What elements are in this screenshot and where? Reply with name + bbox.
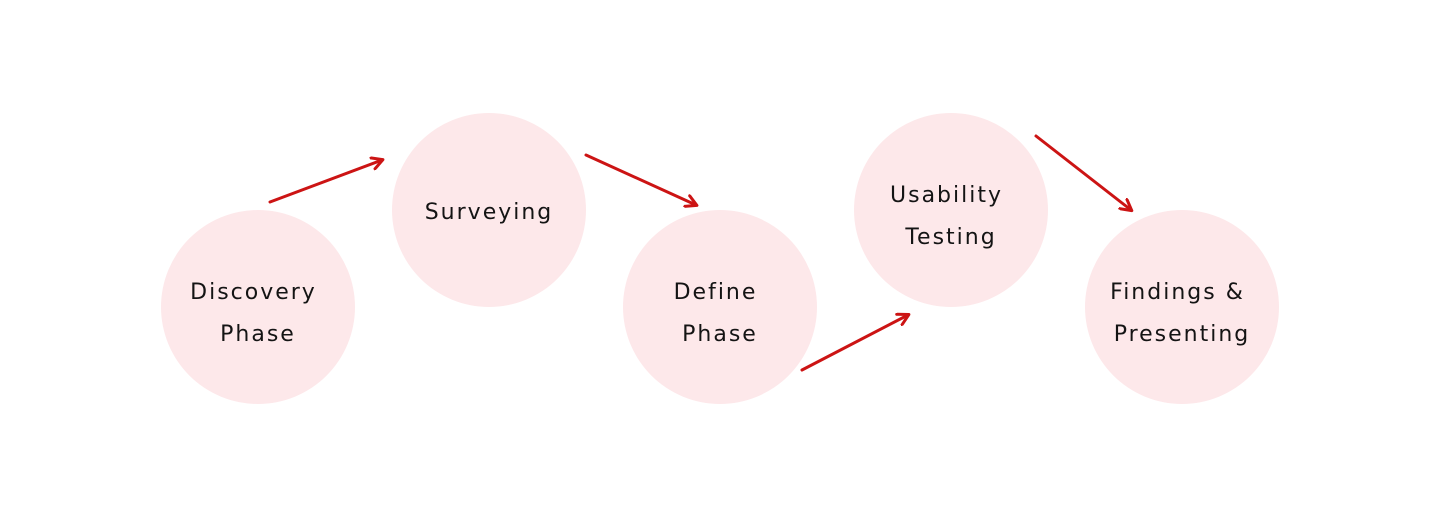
step-label-line: Findings & — [1110, 280, 1245, 305]
svg-text:Surveying: Surveying — [425, 200, 554, 225]
step-label-line: Discovery — [190, 280, 317, 305]
step-findings-presenting: Findings & Presenting — [1085, 210, 1279, 404]
svg-text:Define Phase: Define Phase — [674, 280, 767, 347]
step-circle — [161, 210, 355, 404]
step-usability-testing: Usability Testing — [854, 113, 1048, 307]
step-label-line: Phase — [220, 322, 296, 347]
step-label-line: Phase — [682, 322, 758, 347]
connector-arrow-surveying-to-define — [584, 153, 696, 205]
connector-arrow-usability-to-findings — [1034, 134, 1131, 210]
step-circle — [623, 210, 817, 404]
step-circle — [854, 113, 1048, 307]
step-label-line: Surveying — [425, 200, 554, 225]
svg-text:Discovery Phase: Discovery Phase — [190, 280, 326, 347]
connector-arrow-define-to-usability — [800, 315, 908, 372]
connector-arrow-discovery-to-surveying — [268, 160, 382, 204]
svg-text:Findings & Presenting: Findings & Presenting — [1110, 280, 1254, 347]
step-discovery-phase: Discovery Phase — [161, 210, 355, 404]
step-circle — [392, 113, 586, 307]
svg-text:Usability Testing: Usability Testing — [890, 183, 1012, 250]
step-surveying: Surveying — [392, 113, 586, 307]
step-define-phase: Define Phase — [623, 210, 817, 404]
step-label-line: Usability — [890, 183, 1003, 208]
step-circle — [1085, 210, 1279, 404]
step-label-line: Define — [674, 280, 758, 305]
step-label-line: Testing — [904, 225, 996, 250]
step-label-line: Presenting — [1114, 322, 1251, 347]
